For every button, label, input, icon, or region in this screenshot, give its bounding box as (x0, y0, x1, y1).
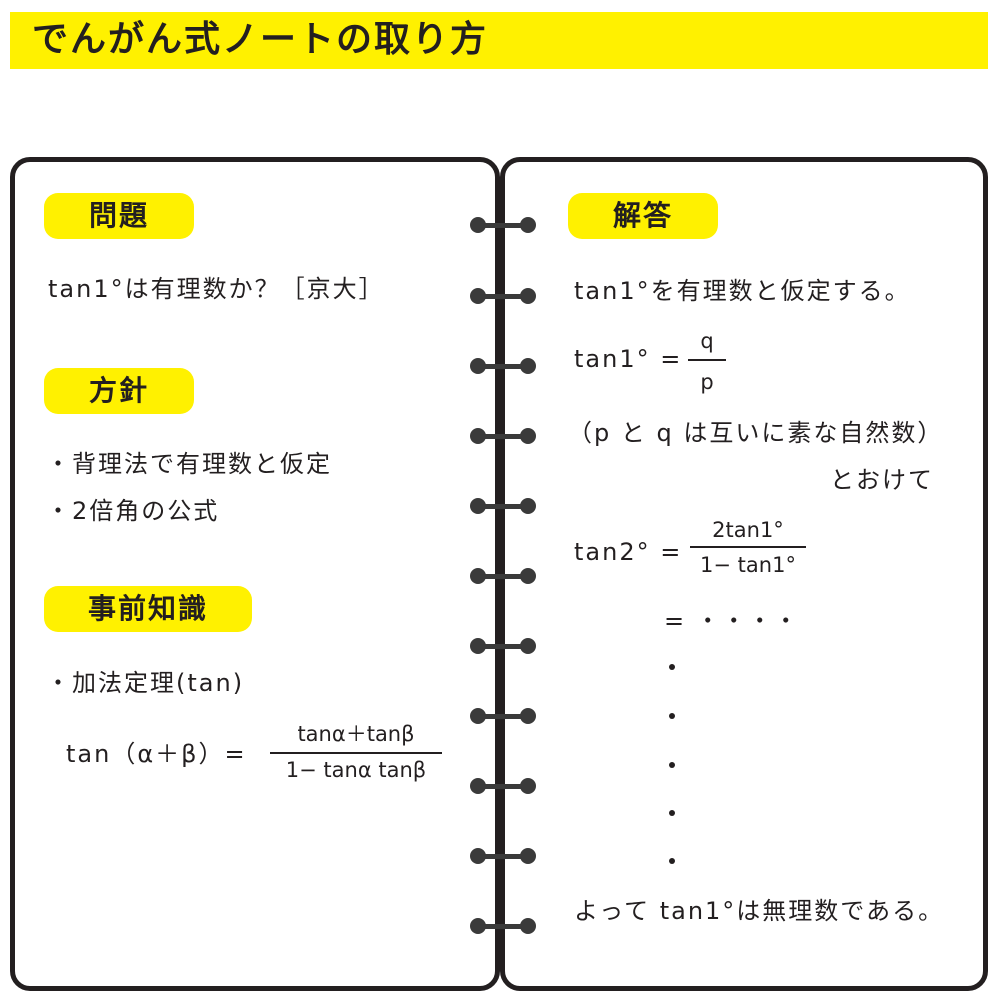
problem-text: tan1°は有理数か？［京大］ (48, 275, 385, 303)
binder-ring (470, 217, 536, 233)
binder-ring (470, 568, 536, 584)
eq2-numerator: 2tan1° (712, 518, 784, 542)
title-bar: でんがん式ノートの取り方 (10, 12, 988, 69)
eq2-lhs: tan2° = (574, 538, 683, 566)
binder-ring (470, 288, 536, 304)
condition-tail: とおけて (830, 466, 934, 494)
binder-ring (470, 358, 536, 374)
addition-formula-denominator: 1− tanα tanβ (285, 758, 427, 782)
knowledge-item: ・加法定理(tan) (46, 669, 245, 697)
eq1-numerator: q (700, 329, 714, 353)
policy-item: ・背理法で有理数と仮定 (46, 450, 332, 478)
binder-ring (470, 428, 536, 444)
binder-ring (470, 778, 536, 794)
binder-ring (470, 708, 536, 724)
binder-ring (470, 638, 536, 654)
addition-formula-numerator: tanα＋tanβ (297, 722, 415, 746)
ellipsis-dot (669, 664, 675, 670)
binder-ring (470, 918, 536, 934)
fraction-line (270, 752, 442, 754)
fraction-line (688, 359, 726, 361)
policy-item: ・2倍角の公式 (46, 497, 220, 525)
addition-formula-lhs: tan（α＋β）= (66, 740, 247, 768)
page-title: でんがん式ノートの取り方 (32, 19, 489, 60)
ellipsis-dot (669, 858, 675, 864)
condition-text: （p と q は互いに素な自然数） (568, 419, 944, 447)
problem-label: 問題 (44, 193, 194, 239)
notebook-left-page (10, 157, 500, 991)
eq1-lhs: tan1° = (574, 345, 683, 373)
answer-label: 解答 (568, 193, 718, 239)
eq2-denominator: 1− tan1° (700, 553, 796, 577)
assumption-line: tan1°を有理数と仮定する。 (574, 277, 911, 305)
binder-ring (470, 848, 536, 864)
conclusion-text: よって tan1°は無理数である。 (574, 897, 945, 925)
eq3-continuation: = ・・・・ (664, 607, 800, 635)
fraction-line (690, 546, 806, 548)
ellipsis-dot (669, 810, 675, 816)
policy-label: 方針 (44, 368, 194, 414)
knowledge-label: 事前知識 (44, 586, 252, 632)
ellipsis-dot (669, 762, 675, 768)
binder-ring (470, 498, 536, 514)
notebook-right-page (500, 157, 988, 991)
ellipsis-dot (669, 713, 675, 719)
eq1-denominator: p (700, 370, 714, 394)
